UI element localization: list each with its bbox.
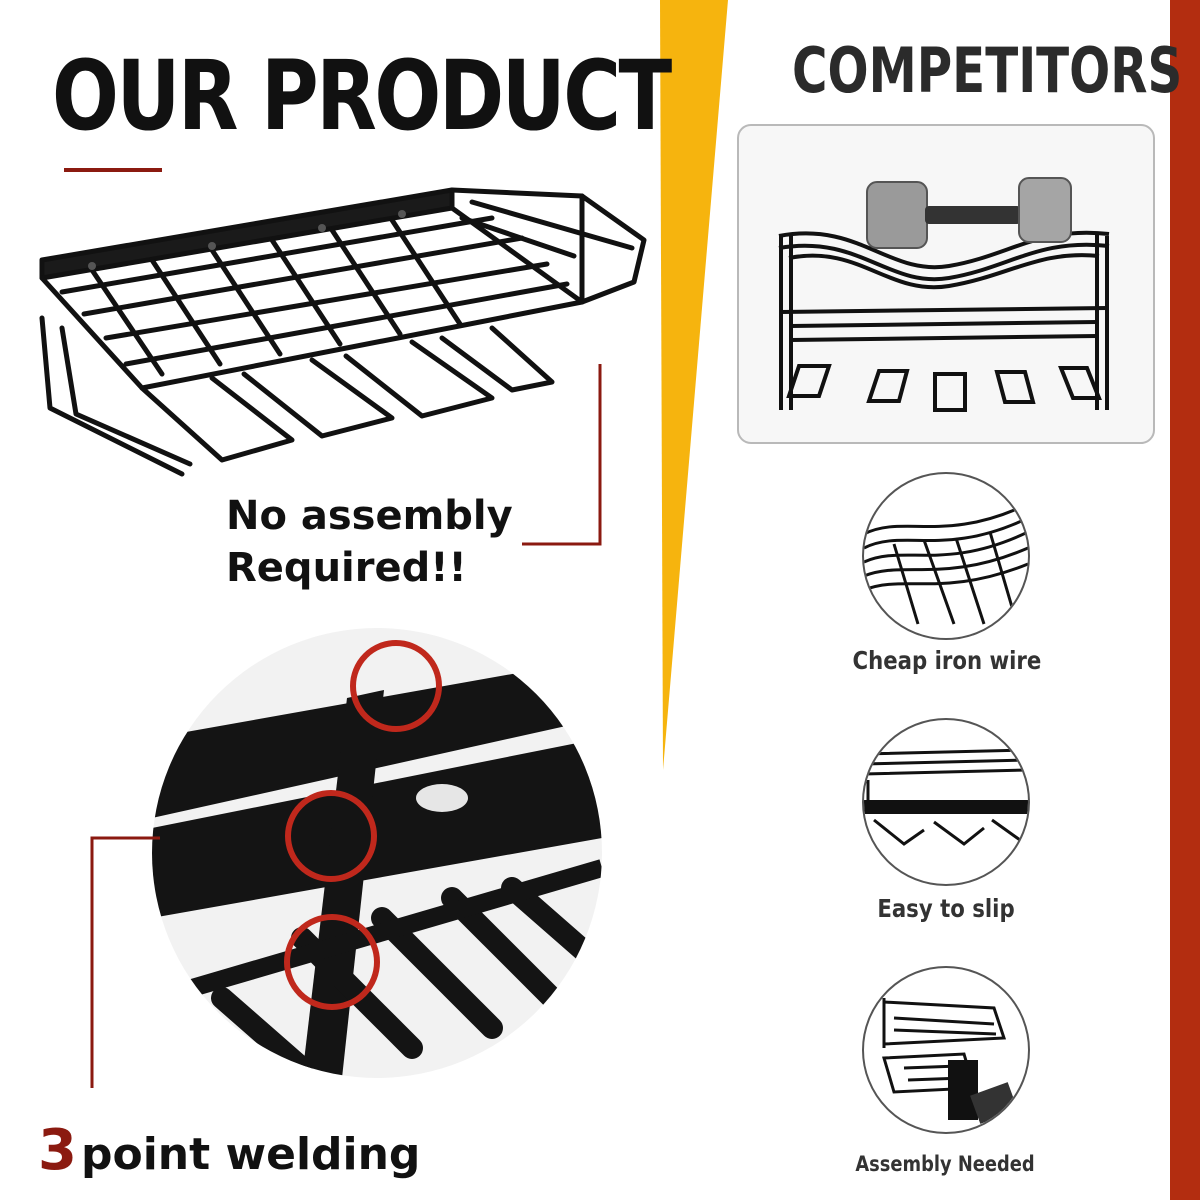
cheap-iron-wire-caption: Cheap iron wire [852,646,1042,675]
assembly-needed-caption: Assembly Needed [855,1152,1035,1176]
no-assembly-line2: Required!! [226,545,467,591]
assembly-needed-thumbnail [862,966,1030,1134]
cheap-iron-wire-thumbnail [862,472,1030,640]
competitors-title: COMPETITORS [792,34,1183,107]
dumbbell-handle [925,206,1021,224]
weld-point-middle-ring [285,790,377,882]
red-edge-stripe [1170,0,1200,1200]
dumbbell-left-head [866,181,928,249]
weld-point-top-ring [350,640,442,732]
weld-point-bottom-ring [284,914,380,1010]
easy-to-slip-caption: Easy to slip [877,894,1015,923]
dumbbell-right-head [1018,177,1072,243]
welding-callout: 3point welding [38,1118,420,1183]
easy-to-slip-thumbnail [862,718,1030,886]
welding-count: 3 [38,1118,77,1183]
welding-leader-line [90,836,160,1088]
title-underline [64,168,162,172]
welding-text: point welding [80,1129,421,1180]
no-assembly-line1: No assembly [226,493,513,539]
yellow-divider-stripe [660,0,728,770]
product-rack-image [39,187,647,477]
no-assembly-callout: No assembly Required!! [226,490,513,594]
our-product-title: OUR PRODUCT [52,40,672,152]
competitor-rack-box [737,124,1155,444]
assembly-leader-line [522,364,602,546]
